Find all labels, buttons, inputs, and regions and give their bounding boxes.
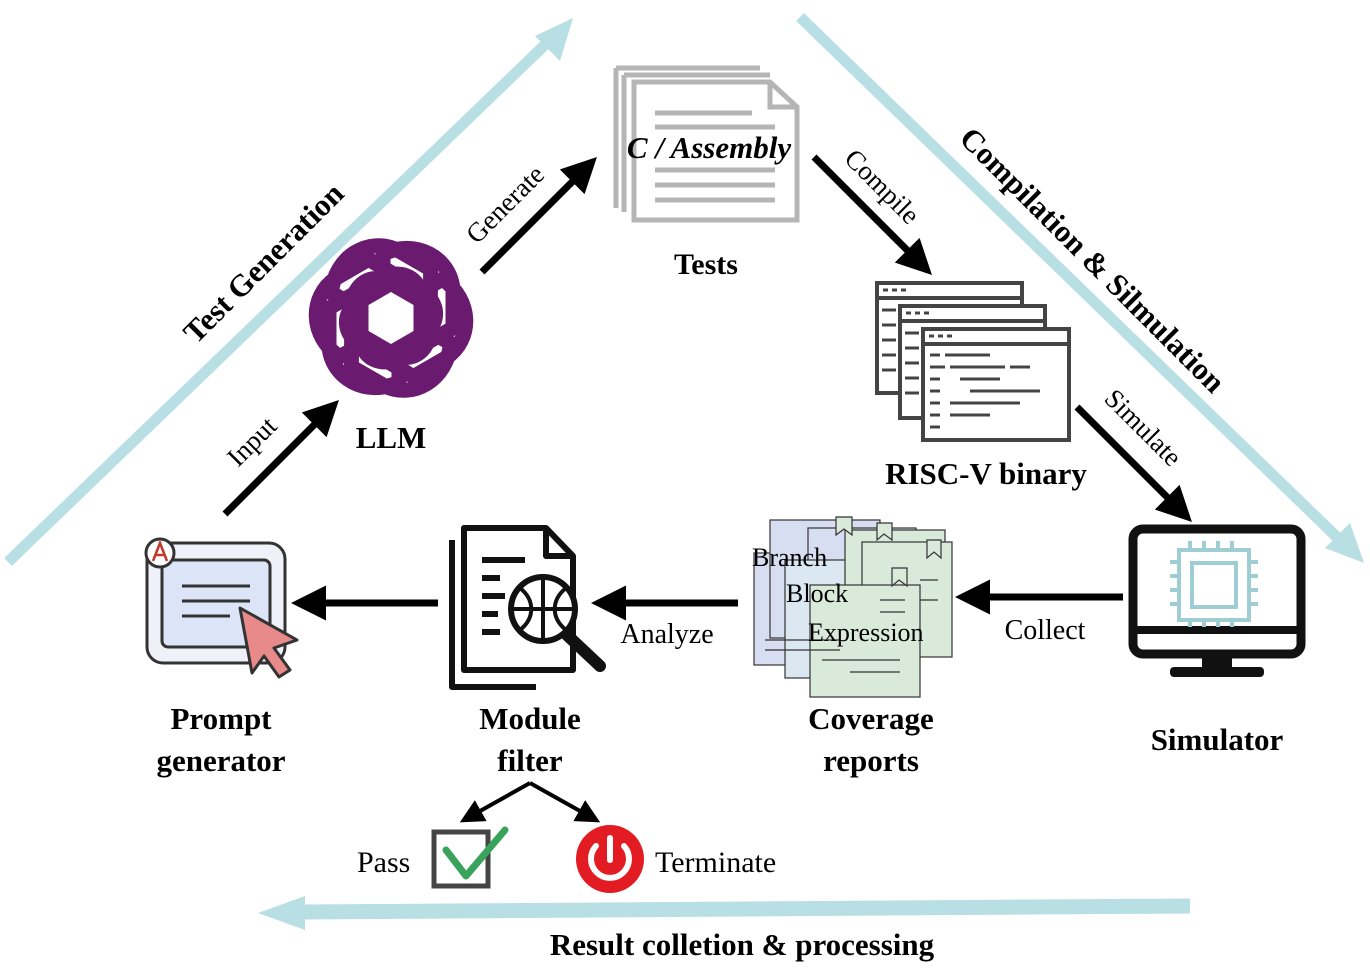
arrow-compile bbox=[811, 154, 932, 275]
phase-arrow-compilation bbox=[796, 13, 1364, 563]
arrow-branch-terminate bbox=[529, 781, 601, 823]
llm-label: LLM bbox=[356, 420, 427, 455]
arrow-generate bbox=[479, 157, 597, 275]
module-filter-label-line2: filter bbox=[497, 743, 563, 778]
phase-label-result: Result colletion & processing bbox=[550, 927, 935, 962]
tests-label: Tests bbox=[674, 248, 738, 281]
coverage-label-line2: reports bbox=[823, 743, 919, 778]
edge-label-compile: Compile bbox=[839, 143, 926, 230]
arrow-input bbox=[222, 400, 339, 517]
phase-arrow-result bbox=[258, 896, 1191, 930]
coverage-item-expression: Expression bbox=[808, 618, 924, 647]
power-button-icon bbox=[576, 825, 644, 893]
risc-v-label: RISC-V binary bbox=[885, 456, 1087, 491]
prompt-generator-label-line2: generator bbox=[156, 743, 285, 778]
document-magnifier-icon bbox=[449, 525, 606, 690]
arrow-branch-pass bbox=[459, 781, 531, 823]
terminal-windows-icon bbox=[875, 281, 1071, 442]
outcome-terminate-label: Terminate bbox=[655, 846, 776, 879]
module-filter-label-line1: Module bbox=[479, 701, 581, 736]
arrow-simulate bbox=[1074, 404, 1192, 522]
edge-label-analyze: Analyze bbox=[620, 619, 713, 650]
phase-arrow-test-generation bbox=[4, 18, 573, 566]
edge-label-collect: Collect bbox=[1005, 615, 1086, 646]
openai-logo-icon bbox=[308, 238, 474, 398]
outcome-pass-label: Pass bbox=[357, 846, 410, 879]
prompt-generator-label-line1: Prompt bbox=[170, 701, 272, 736]
coverage-label-line1: Coverage bbox=[808, 701, 934, 736]
checkbox-check-icon bbox=[431, 826, 509, 889]
edge-label-simulate: Simulate bbox=[1099, 383, 1188, 472]
simulator-label: Simulator bbox=[1151, 722, 1284, 757]
prompt-window-cursor-icon bbox=[144, 537, 299, 679]
edge-label-generate: Generate bbox=[460, 159, 550, 249]
coverage-item-branch: Branch bbox=[752, 543, 827, 572]
monitor-chip-icon bbox=[1128, 524, 1306, 677]
coverage-item-block: Block bbox=[786, 579, 848, 608]
report-stack-icon bbox=[753, 516, 953, 698]
document-stack-icon bbox=[613, 65, 800, 223]
tests-title: C / Assembly bbox=[627, 130, 791, 165]
